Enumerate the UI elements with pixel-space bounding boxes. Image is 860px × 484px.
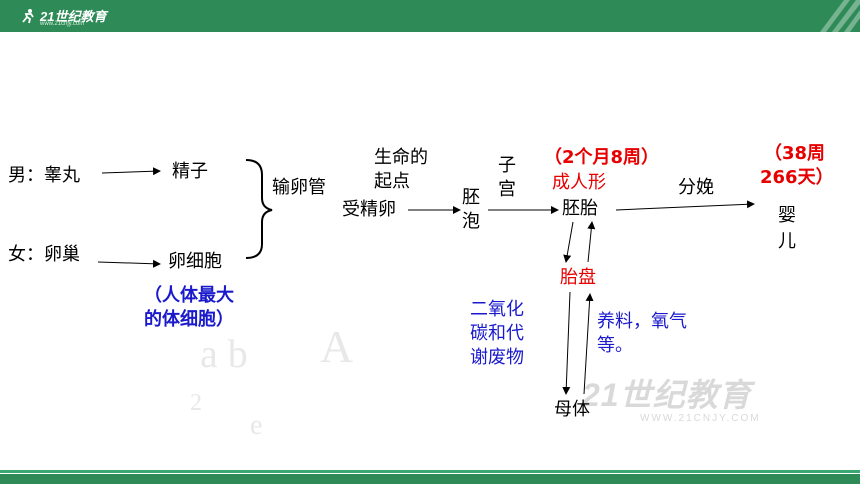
footer-line xyxy=(0,470,860,473)
time-note: （2个月8周） xyxy=(544,147,660,168)
infant-char2: 儿 xyxy=(778,231,796,252)
background-letter: e xyxy=(250,410,263,441)
nutrients-line2: 等。 xyxy=(597,335,633,356)
term-note-line2: 266天） xyxy=(760,167,834,188)
female-ovary-label: 女：卵巢 xyxy=(8,244,80,265)
egg-note-line2: 的体细胞） xyxy=(144,309,234,330)
sperm-label: 精子 xyxy=(172,161,208,182)
brace xyxy=(245,159,273,259)
human-form-label: 成人形 xyxy=(552,172,606,193)
arrow-fetus-infant xyxy=(615,200,755,211)
logo-url: www.21cnjy.com xyxy=(40,21,85,27)
infant-char1: 婴 xyxy=(778,205,796,226)
arrow-placenta-mother xyxy=(562,291,571,395)
uterus-char1: 子 xyxy=(498,155,516,176)
blastocyst-char2: 泡 xyxy=(462,211,480,232)
arrow-fetus-placenta xyxy=(563,221,574,263)
male-testis-label: 男：睾丸 xyxy=(8,165,80,186)
waste-line1: 二氧化 xyxy=(470,299,524,320)
zygote-label: 受精卵 xyxy=(342,199,396,220)
footer-bar xyxy=(0,474,860,484)
background-letter: a b xyxy=(200,331,248,376)
watermark-url: WWW.21CNJY.COM xyxy=(640,413,761,424)
uterus-char2: 宫 xyxy=(498,179,516,200)
arrow-placenta-fetus xyxy=(587,221,596,263)
watermark-logo: 21世纪教育 xyxy=(582,377,752,413)
term-note-line1: （38周 xyxy=(764,143,826,164)
mother-label: 母体 xyxy=(554,399,590,420)
life-start-line1: 生命的 xyxy=(374,147,428,168)
blastocyst-char1: 胚 xyxy=(462,187,480,208)
site-logo: 21世纪教育 xyxy=(20,6,106,25)
fetus-label: 胚胎 xyxy=(562,198,598,219)
background-letter: 2 xyxy=(190,390,202,416)
birth-label: 分娩 xyxy=(678,177,714,198)
arrow-ovary-egg xyxy=(97,259,161,268)
logo-text: 21世纪教育 xyxy=(40,9,107,24)
header-bar: 21世纪教育 www.21cnjy.com xyxy=(0,0,860,32)
background-letter: A xyxy=(320,321,354,372)
waste-line2: 碳和代 xyxy=(470,323,524,344)
placenta-label: 胎盘 xyxy=(560,267,596,288)
egg-note-line1: （人体最大 xyxy=(144,285,234,306)
waste-line3: 谢废物 xyxy=(470,347,524,368)
decorative-stripes xyxy=(820,0,860,32)
egg-label: 卵细胞 xyxy=(168,251,222,272)
arrow-mother-placenta xyxy=(583,293,594,395)
runner-icon xyxy=(22,8,34,23)
life-start-line2: 起点 xyxy=(374,171,410,192)
nutrients-line1: 养料，氧气 xyxy=(597,311,687,332)
oviduct-label: 输卵管 xyxy=(272,177,326,198)
arrow-testis-sperm xyxy=(101,167,161,176)
